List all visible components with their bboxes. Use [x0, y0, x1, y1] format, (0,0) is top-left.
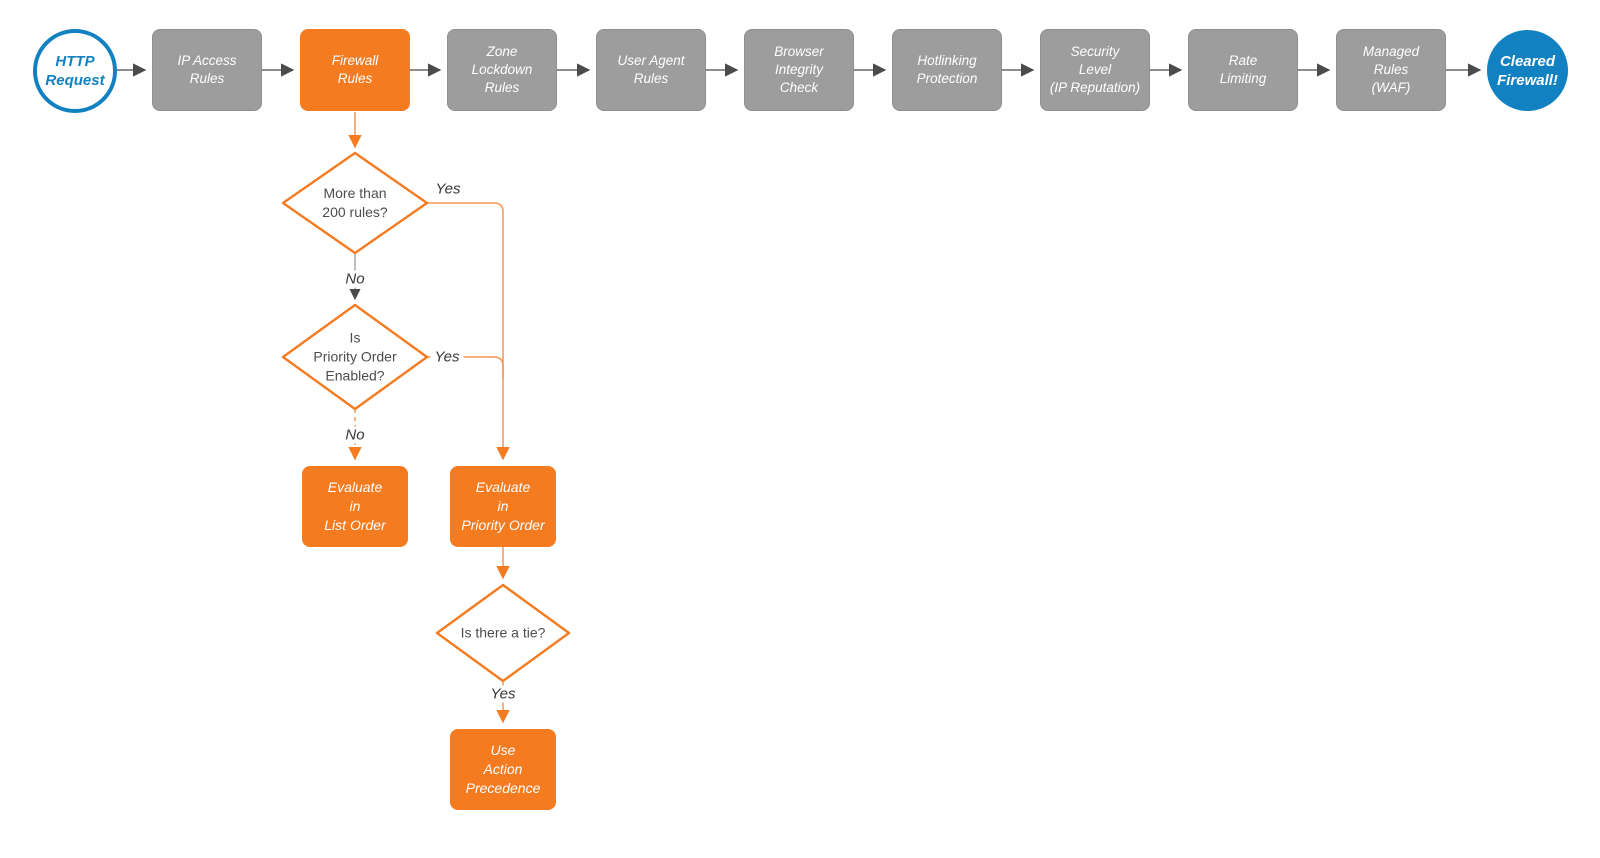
decision-priority-order-enabled-label: Is Priority Order Enabled?	[313, 329, 397, 384]
node-browser-integrity-check: Browser Integrity Check	[744, 29, 854, 111]
edge-label-no-priority-enabled: No	[341, 426, 369, 444]
decision-more-than-200-rules-shape	[281, 151, 429, 255]
node-managed-rules-waf: Managed Rules (WAF)	[1336, 29, 1446, 111]
edge-label-yes-rules-count: Yes	[431, 180, 465, 198]
edge-label-no-rules-count: No	[341, 270, 369, 288]
node-hotlinking-protection: Hotlinking Protection	[892, 29, 1002, 111]
node-evaluate-priority-order: Evaluate in Priority Order	[450, 466, 556, 547]
node-ip-access-rules: IP Access Rules	[152, 29, 262, 111]
node-cleared-firewall: Cleared Firewall!	[1487, 30, 1568, 111]
node-http-request: HTTP Request	[33, 29, 117, 113]
edge-label-yes-tie: Yes	[486, 685, 520, 703]
decision-is-there-a-tie-shape	[435, 583, 571, 683]
edge-label-yes-priority-enabled: Yes	[430, 348, 464, 366]
node-rate-limiting: Rate Limiting	[1188, 29, 1298, 111]
decision-is-there-a-tie-label: Is there a tie?	[460, 624, 546, 641]
decision-more-than-200-rules-label: More than 200 rules?	[322, 185, 388, 220]
node-zone-lockdown-rules: Zone Lockdown Rules	[447, 29, 557, 111]
node-use-action-precedence: Use Action Precedence	[450, 729, 556, 810]
node-evaluate-list-order: Evaluate in List Order	[302, 466, 408, 547]
node-security-level: Security Level (IP Reputation)	[1040, 29, 1150, 111]
decision-priority-order-enabled-shape	[281, 303, 429, 411]
node-user-agent-rules: User Agent Rules	[596, 29, 706, 111]
node-firewall-rules: Firewall Rules	[300, 29, 410, 111]
